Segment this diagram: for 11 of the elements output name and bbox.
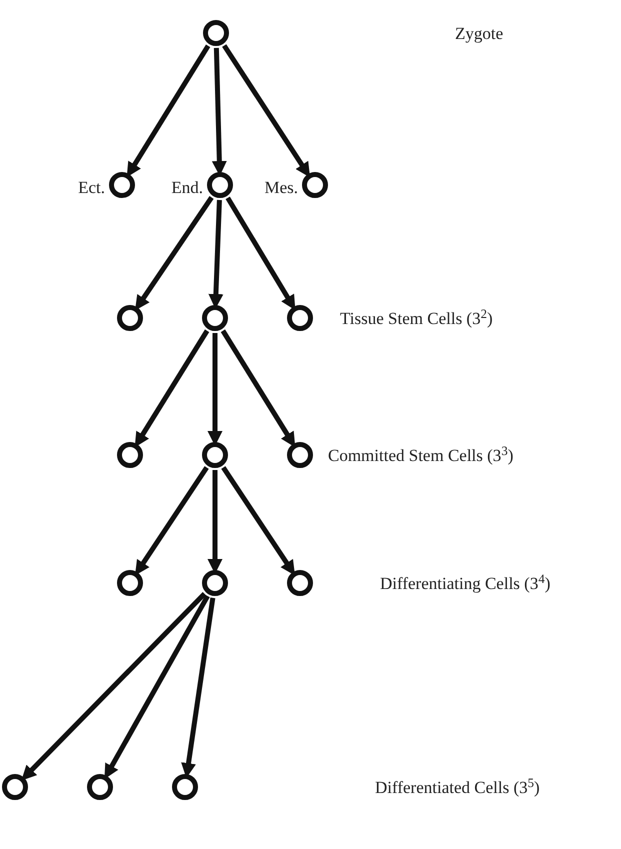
stage-label: Differentiated Cells (3$^{5}$) <box>375 779 540 796</box>
arrow <box>222 44 310 178</box>
arrow <box>221 466 296 576</box>
stage-label: Differentiating Cells (3$^{4}$) <box>380 575 550 592</box>
arrow <box>21 592 206 781</box>
stage-label: Committed Stem Cells (3$^{3}$) <box>328 447 514 464</box>
stage-label: Zygote <box>455 25 504 42</box>
stage-label: Tissue Stem Cells (3$^{2}$) <box>340 310 493 327</box>
germ-layer-label: Mes. <box>263 179 298 196</box>
germ-layer-label: End. <box>170 179 203 196</box>
germ-layer-label: Ect. <box>77 179 105 196</box>
